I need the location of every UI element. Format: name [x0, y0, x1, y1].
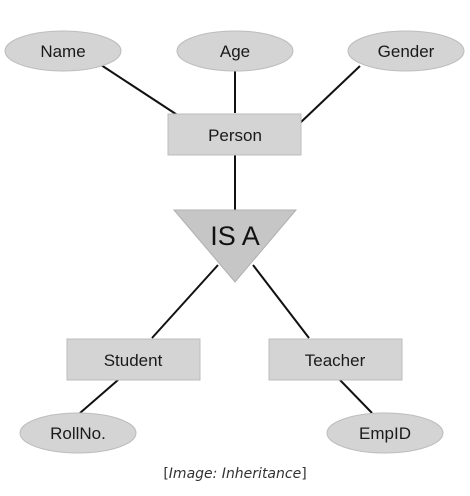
edge-isa-student: [151, 264, 219, 339]
entity-student-label: Student: [104, 351, 163, 370]
caption-close-bracket: ]: [301, 466, 307, 482]
edge-student-rollno: [79, 379, 119, 414]
attribute-name-label: Name: [40, 42, 85, 61]
edge-teacher-empid: [339, 379, 373, 414]
edge-isa-teacher: [252, 264, 310, 339]
attribute-empid: EmpID: [326, 412, 444, 454]
image-caption: [Image: Inheritance]: [0, 466, 470, 482]
attribute-rollno: RollNo.: [19, 412, 137, 454]
attribute-empid-label: EmpID: [359, 424, 411, 443]
attribute-age-label: Age: [220, 42, 250, 61]
edge-gender-person: [299, 65, 361, 124]
caption-open-bracket: [: [163, 466, 169, 482]
entity-person-label: Person: [208, 126, 262, 145]
attribute-name: Name: [4, 30, 122, 72]
attribute-gender: Gender: [347, 30, 465, 72]
entity-person: Person: [167, 113, 302, 156]
entity-teacher-label: Teacher: [305, 351, 366, 370]
isa-label: IS A: [210, 221, 260, 251]
attribute-age: Age: [176, 30, 294, 72]
attribute-rollno-label: RollNo.: [50, 424, 106, 443]
isa-triangle: IS A: [172, 209, 298, 283]
edge-name-person: [97, 62, 186, 121]
attribute-gender-label: Gender: [378, 42, 435, 61]
entity-teacher: Teacher: [268, 338, 403, 381]
caption-text: Image: Inheritance: [168, 466, 302, 482]
entity-student: Student: [66, 338, 201, 381]
